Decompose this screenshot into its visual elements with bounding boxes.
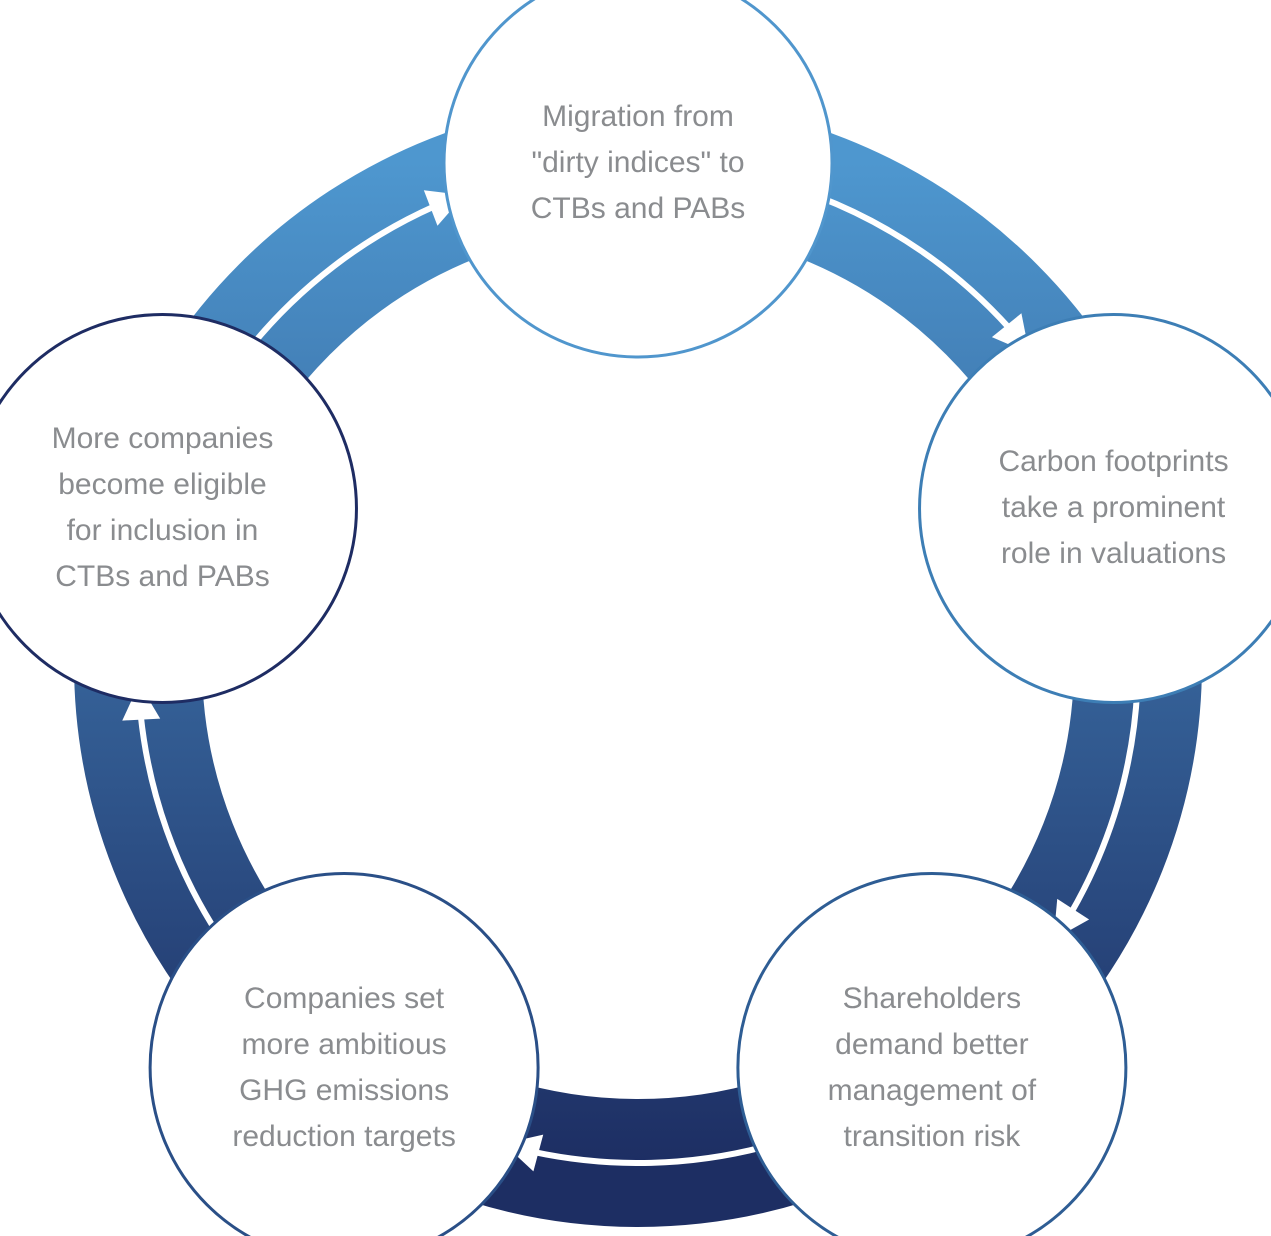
node-circle-companies-set <box>148 872 540 1236</box>
node-label-migration: Migration from "dirty indices" to CTBs a… <box>530 100 746 225</box>
flow-arrow-shaft-3 <box>531 1142 771 1166</box>
node-label-shareholders: Shareholders demand better management of… <box>827 981 1037 1153</box>
node-circle-carbon-footprints <box>918 313 1271 704</box>
node-label-more-companies: More companies become eligible for inclu… <box>51 422 274 594</box>
node-label-companies-set: Companies set more ambitious GHG emissio… <box>232 981 456 1153</box>
node-circle-more-companies <box>0 313 358 704</box>
flow-arrow-shaft-4 <box>137 712 222 939</box>
flow-arrow-shaft-5 <box>246 203 438 352</box>
node-circle-shareholders <box>736 872 1128 1236</box>
node-circle-migration <box>442 0 834 359</box>
flow-arrow-shaft-1 <box>814 193 1013 332</box>
node-label-carbon-footprints: Carbon footprints take a prominent role … <box>998 445 1229 571</box>
flow-arrow-shaft-2 <box>1068 686 1141 916</box>
